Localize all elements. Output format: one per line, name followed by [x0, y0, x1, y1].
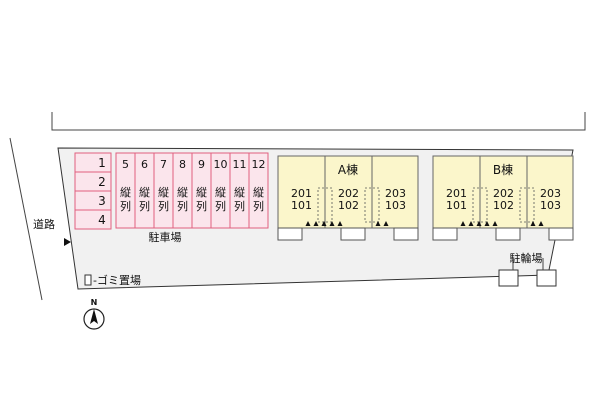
parking-space-type: 縦列 — [158, 186, 169, 213]
parking-space-number: 8 — [179, 158, 186, 171]
entrance-arrow-icon — [492, 221, 498, 226]
entrance-arrow-icon — [337, 221, 343, 226]
unit-number-upper: 201 — [446, 187, 467, 200]
parking-space-type: 縦列 — [196, 186, 207, 213]
parking-space: 9 縦列 — [191, 152, 212, 229]
porch-box — [495, 227, 521, 241]
parking-space: 6 縦列 — [134, 152, 155, 229]
building-name: A棟 — [338, 162, 358, 177]
parking-space: 5 縦列 — [115, 152, 136, 229]
building-outline — [277, 155, 419, 229]
unit-number-upper: 202 — [493, 187, 514, 200]
parking-space-number: 1 — [98, 156, 106, 170]
entrance-arrow-icon — [538, 221, 544, 226]
entrance-arrow-icon — [64, 238, 71, 246]
entrance-arrow-icon — [476, 221, 482, 226]
garbage-label-text: ゴミ置場 — [97, 273, 141, 287]
parking-column-spaces: 5 縦列 6 縦列 7 縦列 8 縦列 9 縦列 10 縦列 11 縦列 12 縦列 — [115, 152, 269, 229]
parking-space-number: 4 — [98, 213, 106, 227]
unit-number-upper: 201 — [291, 187, 312, 200]
parking-space: 4 — [74, 209, 112, 230]
unit-number-lower: 101 — [446, 199, 467, 212]
bike-parking-box — [498, 269, 519, 287]
parking-space-type: 縦列 — [120, 186, 131, 213]
parking-space-type: 縦列 — [215, 186, 226, 213]
porch-box — [277, 227, 303, 241]
entrance-arrow-icon — [484, 221, 490, 226]
parking-space: 8 縦列 — [172, 152, 193, 229]
bike-parking-label: 駐輪場 — [510, 251, 543, 265]
parking-space-number: 3 — [98, 194, 106, 208]
parking-space: 10 縦列 — [210, 152, 231, 229]
bike-parking-box — [536, 269, 557, 287]
parking-space-number: 11 — [233, 158, 247, 171]
unit-number-lower: 102 — [493, 199, 514, 212]
entrance-arrow-icon — [530, 221, 536, 226]
parking-row-spaces: 1 2 3 4 — [74, 152, 112, 230]
parking-space-number: 7 — [160, 158, 167, 171]
porch-box — [548, 227, 574, 241]
parking-space-type: 縦列 — [234, 186, 245, 213]
parking-space: 2 — [74, 171, 112, 192]
unit-number-upper: 203 — [385, 187, 406, 200]
building-outline — [432, 155, 574, 229]
parking-space: 1 — [74, 152, 112, 173]
north-arrow-icon: N — [83, 298, 105, 330]
porch-box — [432, 227, 458, 241]
entrance-arrow-icon — [468, 221, 474, 226]
parking-space: 3 — [74, 190, 112, 211]
garbage-box — [84, 274, 92, 286]
parking-label: 駐車場 — [149, 230, 182, 244]
parking-space: 12 縦列 — [248, 152, 269, 229]
porch-box — [393, 227, 419, 241]
parking-space: 11 縦列 — [229, 152, 250, 229]
unit-number-upper: 202 — [338, 187, 359, 200]
entrance-arrow-icon — [329, 221, 335, 226]
building-name: B棟 — [493, 162, 513, 177]
entrance-arrow-icon — [321, 221, 327, 226]
parking-space: 7 縦列 — [153, 152, 174, 229]
road-edge-line — [9, 137, 43, 301]
parking-space-number: 12 — [252, 158, 266, 171]
unit-number-lower: 102 — [338, 199, 359, 212]
garbage-label: -ゴミ置場 — [93, 273, 141, 287]
entrance-arrow-icon — [460, 221, 466, 226]
parking-space-type: 縦列 — [139, 186, 150, 213]
parking-space-number: 2 — [98, 175, 106, 189]
parking-space-number: 9 — [198, 158, 205, 171]
unit-number-upper: 203 — [540, 187, 561, 200]
parking-space-type: 縦列 — [253, 186, 264, 213]
entrance-arrow-icon — [305, 221, 311, 226]
road-label: 道路 — [33, 217, 55, 231]
parking-space-number: 10 — [214, 158, 228, 171]
porch-box — [340, 227, 366, 241]
parking-space-number: 6 — [141, 158, 148, 171]
entrance-arrow-icon — [383, 221, 389, 226]
north-label: N — [91, 298, 98, 307]
unit-number-lower: 101 — [291, 199, 312, 212]
boundary-line-top — [51, 112, 586, 131]
entrance-arrow-icon — [313, 221, 319, 226]
unit-number-lower: 103 — [540, 199, 561, 212]
parking-space-number: 5 — [122, 158, 129, 171]
parking-space-type: 縦列 — [177, 186, 188, 213]
unit-number-lower: 103 — [385, 199, 406, 212]
entrance-arrow-icon — [375, 221, 381, 226]
